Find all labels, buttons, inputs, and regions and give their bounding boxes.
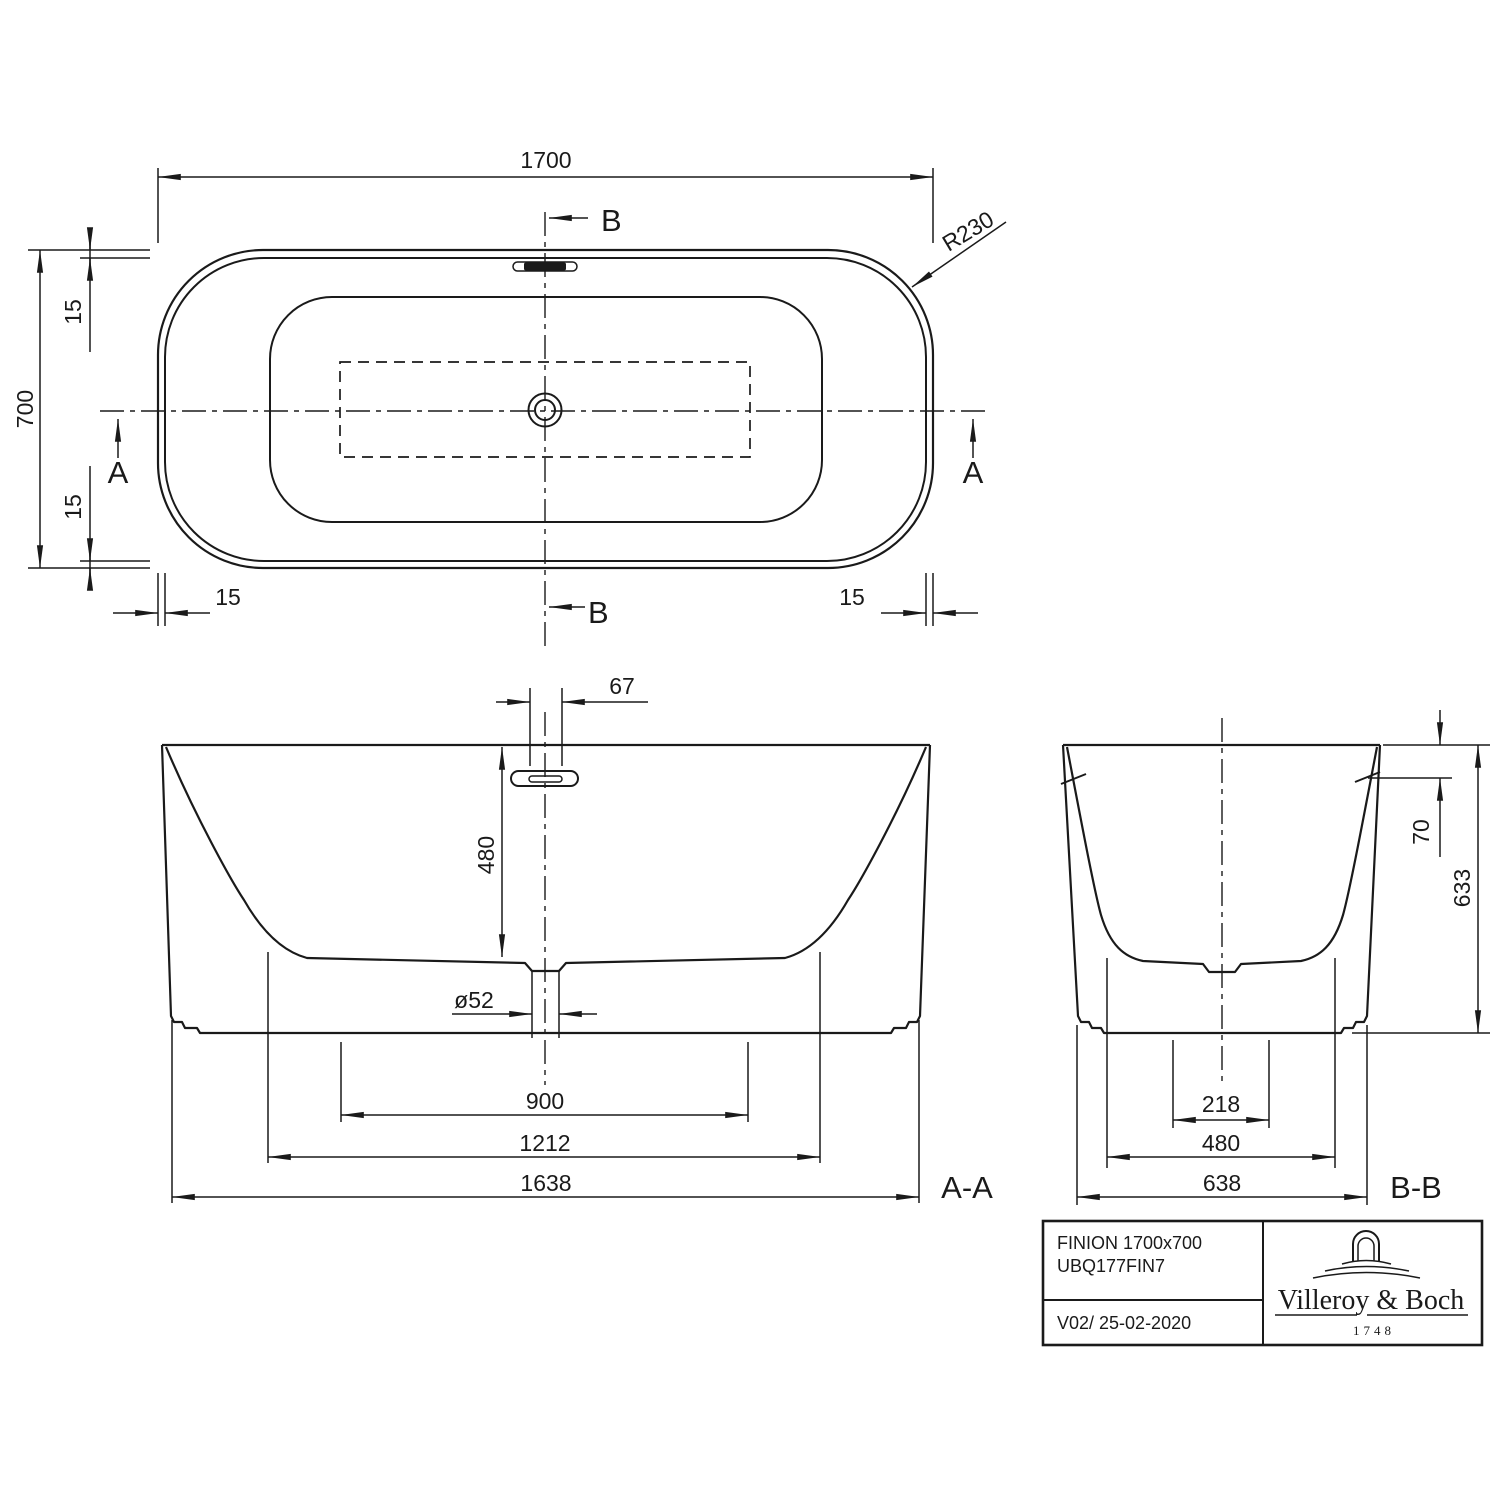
dim-side-height-label: 633 [1449,869,1475,907]
dim-side-base: 480 [1106,958,1336,1168]
product-name: FINION 1700x700 [1057,1233,1202,1253]
dim-front-overall-label: 1638 [520,1170,571,1196]
tub-outer-rim [156,248,935,570]
section-a-left-label: A [108,455,129,490]
dim-corner-radius: R230 [911,206,1007,288]
dim-rim-offset-right: 15 [839,573,978,626]
section-marker-a-right: A [963,418,984,490]
revision-date: V02/ 25-02-2020 [1057,1313,1191,1333]
section-a-right-label: A [963,455,984,490]
dim-side-base-label: 480 [1202,1130,1240,1156]
dim-side-waterline-label: 70 [1408,819,1434,845]
dim-front-drain-label: ø52 [454,987,494,1013]
dim-front-depth-label: 480 [473,836,499,874]
dim-front-overall: 1638 [171,1020,920,1203]
tub-floor-dashed-outline [339,361,751,458]
dim-side-overall: 638 [1076,1025,1368,1205]
waterline-tick-left [1060,773,1087,785]
article-number: UBQ177FIN7 [1057,1256,1165,1276]
side-outer-shell [1061,744,1382,1035]
faucet-icon [1352,1230,1380,1261]
dim-front-base: 900 [340,1042,749,1122]
front-view-section-a-a: 67 480 ø52 900 1212 1638 [160,673,993,1205]
section-marker-a-left: A [108,418,129,490]
dim-rim-offset-bottom: 15 [60,466,150,591]
dim-rim-offset-right-label: 15 [839,584,865,610]
top-view: 1700 700 R230 15 15 [12,147,1007,648]
dim-side-drain-spacing: 218 [1172,1040,1270,1128]
dim-front-mid: 1212 [267,952,821,1163]
dim-side-height: 633 [1352,744,1490,1034]
dim-front-overflow: 67 [496,673,648,766]
water-ripples-icon [1312,1259,1421,1279]
dim-side-overall-label: 638 [1203,1170,1241,1196]
section-label-a-a: A-A [941,1170,993,1205]
front-inner-basin [164,746,928,973]
section-marker-b-bottom: B [548,595,609,630]
dim-top-width-label: 1700 [520,147,571,173]
dim-top-height-label: 700 [12,390,38,428]
dim-side-drain-spacing-label: 218 [1202,1091,1240,1117]
dim-rim-offset-top: 15 [60,227,150,352]
dim-rim-offset-bottom-label: 15 [60,494,86,520]
dim-front-depth: 480 [473,746,506,958]
dim-rim-offset-top-label: 15 [60,299,86,325]
side-view-section-b-b: 70 633 218 480 638 B-B [1060,710,1490,1205]
section-label-b-b: B-B [1390,1170,1442,1205]
dim-front-mid-label: 1212 [519,1130,570,1156]
brand-year: 1748 [1353,1323,1395,1338]
dim-rim-offset-left: 15 [113,573,241,626]
front-drain-pipe-lines [531,971,560,1038]
villeroy-boch-logo: Villeroy & Boch 1748 [1275,1230,1468,1338]
dim-rim-offset-left-label: 15 [215,584,241,610]
front-outer-shell [160,744,932,1035]
section-b-top-label: B [601,203,622,238]
section-marker-b-top: B [548,203,622,238]
tub-basin-edge [269,296,823,523]
dim-front-base-label: 900 [526,1088,564,1114]
waterline-tick-right [1354,771,1381,783]
brand-name: Villeroy & Boch [1278,1285,1465,1316]
dim-top-width: 1700 [157,147,934,243]
title-block: FINION 1700x700 UBQ177FIN7 V02/ 25-02-20… [1041,1219,1484,1347]
section-b-bottom-label: B [588,595,609,630]
dim-side-waterline: 70 [1368,710,1490,857]
dim-front-drain: ø52 [452,987,597,1018]
dim-front-overflow-label: 67 [609,673,635,699]
